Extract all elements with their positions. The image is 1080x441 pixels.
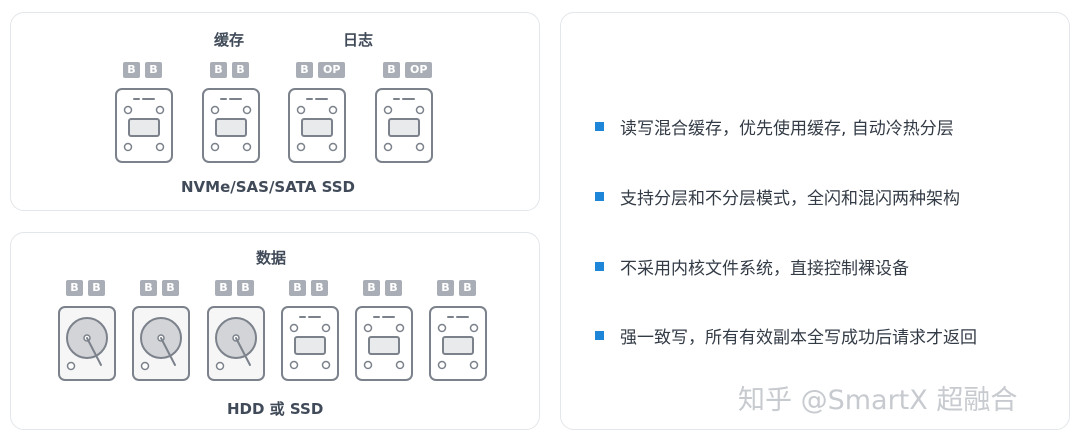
ssd-drive-icon [363, 316, 405, 370]
cache-label: 缓存 [214, 31, 245, 49]
b-tag: B [289, 280, 306, 296]
ssd-drive [429, 306, 487, 381]
b-tag: B [383, 62, 400, 78]
data-label: 数据 [256, 249, 287, 267]
hdd-drive-icon [215, 317, 257, 371]
feature-text: 不采用内核文件系统，直接控制裸设备 [620, 259, 909, 279]
feature-item: 读写混合缓存，优先使用缓存, 自动冷热分层 [595, 114, 954, 139]
hdd-ssd-caption: HDD 或 SSD [227, 400, 324, 418]
feature-text: 强一致写，所有有效副本全写成功后请求才返回 [620, 328, 977, 348]
ssd-drive-icon [289, 316, 331, 370]
b-tag: B [215, 280, 232, 296]
b-tag: B [232, 62, 249, 78]
b-tag: B [459, 280, 476, 296]
b-tag: B [363, 280, 380, 296]
feature-item: 不采用内核文件系统，直接控制裸设备 [595, 254, 909, 279]
ssd-drive-icon [123, 98, 165, 152]
hdd-drive-icon [66, 317, 108, 371]
b-tag: B [311, 280, 328, 296]
bullet-square-icon [595, 122, 604, 131]
b-tag: B [437, 280, 454, 296]
cache-log-panel [10, 12, 540, 211]
features-panel [560, 12, 1070, 430]
ssd-drive-icon [383, 98, 425, 152]
op-tag: OP [318, 62, 346, 78]
b-tag: B [88, 280, 105, 296]
partition-tags: B OP [296, 62, 346, 78]
b-tag: B [162, 280, 179, 296]
partition-tags: B OP [383, 62, 433, 78]
feature-item: 支持分层和不分层模式，全闪和混闪两种架构 [595, 184, 960, 209]
ssd-caption: NVMe/SAS/SATA SSD [181, 178, 355, 196]
hdd-drive [132, 306, 190, 381]
b-tag: B [140, 280, 157, 296]
log-label: 日志 [343, 31, 374, 49]
watermark: 知乎 @SmartX 超融合 [738, 385, 1018, 416]
b-tag: B [210, 62, 227, 78]
feature-text: 读写混合缓存，优先使用缓存, 自动冷热分层 [620, 119, 954, 139]
ssd-drive [115, 88, 173, 163]
b-tag: B [145, 62, 162, 78]
b-tag: B [237, 280, 254, 296]
bullet-square-icon [595, 331, 604, 340]
op-tag: OP [405, 62, 433, 78]
ssd-drive [288, 88, 346, 163]
hdd-drive-icon [140, 317, 182, 371]
feature-text: 支持分层和不分层模式，全闪和混闪两种架构 [620, 189, 960, 209]
ssd-drive [281, 306, 339, 381]
ssd-drive-icon [296, 98, 338, 152]
feature-item: 强一致写，所有有效副本全写成功后请求才返回 [595, 323, 977, 348]
b-tag: B [385, 280, 402, 296]
ssd-drive-icon [210, 98, 252, 152]
hdd-drive [58, 306, 116, 381]
b-tag: B [296, 62, 313, 78]
bullet-square-icon [595, 262, 604, 271]
ssd-drive-icon [437, 316, 479, 370]
bullet-square-icon [595, 192, 604, 201]
hdd-drive [207, 306, 265, 381]
b-tag: B [123, 62, 140, 78]
ssd-drive [375, 88, 433, 163]
ssd-drive [355, 306, 413, 381]
b-tag: B [66, 280, 83, 296]
ssd-drive [202, 88, 260, 163]
